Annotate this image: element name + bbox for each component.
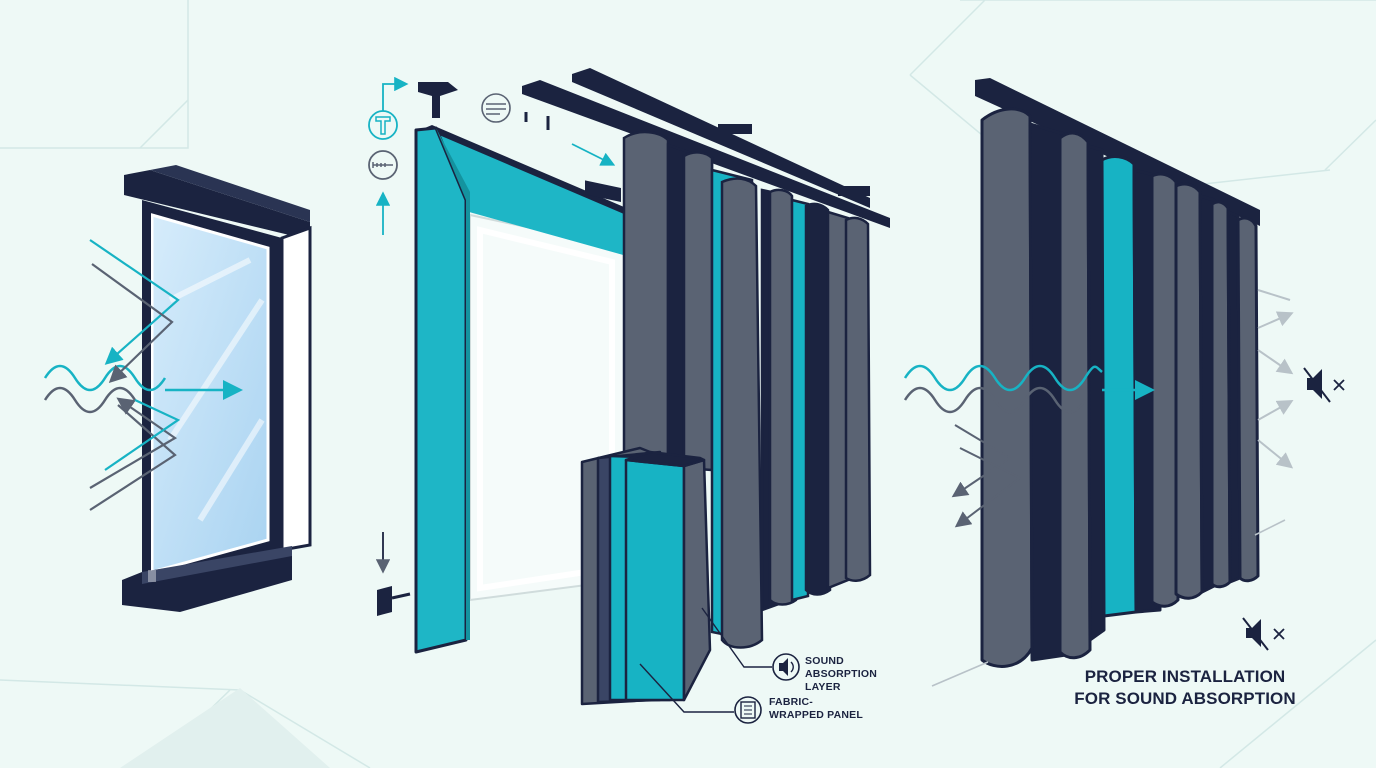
glass-pane (150, 213, 270, 574)
speaker-icon (772, 653, 800, 681)
hardware-callouts (368, 76, 616, 616)
muted-speaker-icon (1303, 367, 1345, 403)
installed-sound-waves (903, 289, 1294, 687)
muted-speaker-icon (1242, 617, 1285, 651)
window-illustration (122, 165, 312, 612)
curtain-folds (622, 130, 872, 649)
background-triangle (120, 688, 330, 768)
fabric-panel-stack (580, 446, 712, 706)
caption-line-2: FOR SOUND ABSORPTION (1074, 689, 1296, 708)
caption-line-1: PROPER INSTALLATION (1084, 667, 1286, 686)
screw-icon (368, 150, 398, 180)
fabric-panel-icon (734, 696, 762, 724)
sound-absorption-layer-label: SOUND ABSORPTION LAYER (805, 655, 878, 693)
bracket-icon (368, 110, 398, 140)
installed-curtain (980, 107, 1260, 668)
rail-screw-icon (481, 93, 511, 123)
window-sound-waves (43, 239, 243, 511)
panel-leader-lines (639, 607, 772, 713)
fabric-wrapped-panel-label: FABRIC-WRAPPED PANEL (769, 696, 863, 721)
